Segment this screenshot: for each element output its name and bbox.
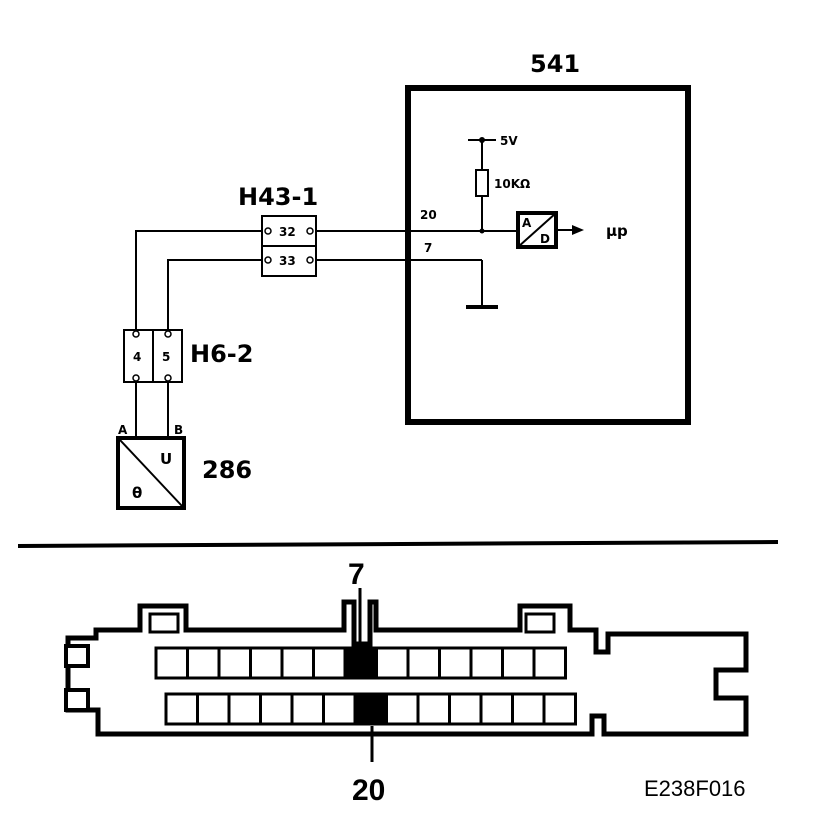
pin-cavity [416,692,451,726]
wires [135,230,482,437]
pullup-resistor [475,169,489,197]
pin-cavity [280,646,315,680]
adc-a-label: A [522,216,532,230]
latch-left-top [64,644,90,668]
pin-cavity [438,646,473,680]
pin-cavity [448,692,483,726]
ecu-box [405,85,691,425]
ad-converter: A D [516,211,558,249]
supply-label: 5V [500,134,518,148]
pin-signal-label: 20 [420,208,437,222]
pin-20-label: 20 [352,774,385,807]
ecu-541: 541 5V 10KΩ A D µp 20 7 [405,50,691,425]
pin-cavity [511,692,546,726]
connector-h43-1: H43-1 32 33 [238,183,318,277]
pin-cavity [542,692,577,726]
pin-cavity [322,692,357,726]
pin-cavity [312,646,347,680]
pin-cavity [532,646,567,680]
pin-cavity [164,692,199,726]
pin-cavity [501,646,536,680]
pin-cavity [249,646,284,680]
pin-cavity [479,692,514,726]
adc-d-label: D [540,232,550,246]
output-label: µp [606,222,628,240]
pin-cavity [259,692,294,726]
h43-pin-32: 32 [279,225,296,239]
wire-sensor-a [135,230,262,330]
pin-grid [154,646,577,726]
h43-pin-33: 33 [279,254,296,268]
latch-left-bottom [64,688,90,712]
output-arrow-icon [572,225,584,235]
pin-cavity [154,646,189,680]
sensor-label: 286 [202,456,252,484]
pin-7-label: 7 [348,558,365,591]
h6-pin-4: 4 [133,350,141,364]
pin-cavity [343,646,378,680]
pin-cavity [217,646,252,680]
pin-cavity [375,646,410,680]
pin-cavity [227,692,262,726]
ecu-label: 541 [530,50,580,78]
latch-right-top-left [148,612,180,634]
resistor-label: 10KΩ [494,177,530,191]
pin-cavity [385,692,420,726]
latch-right-top-right [524,612,556,634]
pin-cavity [290,692,325,726]
pin-cavity [353,692,388,726]
h6-label: H6-2 [190,340,253,368]
connector-h6-2: 4 5 H6-2 [123,329,253,383]
pin-ground-label: 7 [424,241,432,255]
pin-cavity [406,646,441,680]
wire-sensor-b [167,259,262,330]
figure-reference: E238F016 [644,776,746,801]
h6-pin-5: 5 [162,350,170,364]
sensor-286: A B U θ 286 [116,423,252,510]
pin-cavity [196,692,231,726]
sensor-theta-symbol: θ [132,484,142,502]
ecu-connector-face: 7 20 [64,558,749,807]
sensor-wire-b-label: B [174,423,183,437]
sensor-u-symbol: U [160,450,172,468]
pin-cavity [469,646,504,680]
sensor-wire-a-label: A [118,423,128,437]
section-divider [17,540,779,548]
pin-cavity [186,646,221,680]
h43-label: H43-1 [238,183,318,211]
